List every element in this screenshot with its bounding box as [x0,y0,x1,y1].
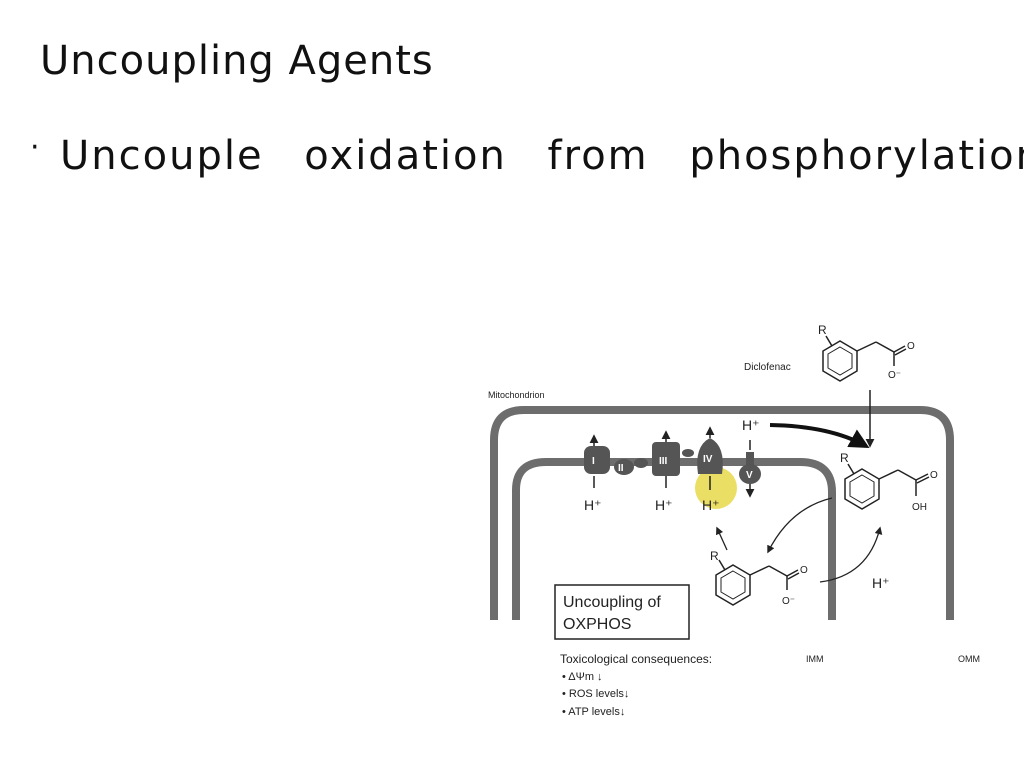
uncoupling-box-line2: OXPHOS [563,616,631,633]
diclofenac-anion-top: R O O⁻ [818,323,915,382]
proton-transfer-arrow [769,423,870,448]
carboxylate-o-bottom: O⁻ [782,596,795,607]
uncoupling-box-line1: Uncoupling of [563,594,661,611]
hydroxyl-right: OH [912,502,927,513]
bullet-text: Uncouple oxidation from phosphorylation. [60,133,1024,179]
deprotonation-arrow [767,497,833,554]
complex-iv-label: IV [703,454,713,465]
proton-label-iv: H⁺ [702,497,720,513]
carboxylate-o-top: O⁻ [888,370,901,381]
outer-membrane [490,406,954,620]
consequence-membrane-potential: • ΔΨm ↓ [562,671,603,683]
proton-label-top: H⁺ [742,417,760,433]
complex-v-label: V [746,470,753,481]
imm-label: IMM [806,654,824,664]
diclofenac-anion-bottom: R O O⁻ [710,549,808,607]
complex-iv: IV [697,426,723,490]
complex-i-label: I [592,456,595,467]
consequence-atp: • ATP levels↓ [562,706,625,718]
uncoupling-box [554,584,690,640]
slide-title: Uncoupling Agents [40,38,434,84]
complex-ii: II [614,459,634,475]
consequence-ros: • ROS levels↓ [562,688,629,700]
mitochondrion-label: Mitochondrion [488,390,545,400]
reprotonation-arrow [819,526,883,583]
r-group-top: R [818,323,827,337]
diclofenac-acid: R O OH [840,451,938,513]
consequences-header: Toxicological consequences: [560,652,712,666]
ubiquinone [634,458,648,468]
complex-ii-label: II [618,463,624,474]
proton-label-i: H⁺ [584,497,602,513]
cytochrome-c [682,449,694,457]
complex-iii: III [652,430,680,488]
diclofenac-label: Diclofenac [744,362,791,373]
proton-label-iii: H⁺ [655,497,673,513]
carbonyl-o-top: O [907,341,915,352]
cursor-highlight [695,467,737,509]
complex-i: I [584,434,610,488]
carbonyl-o-bottom: O [800,565,808,576]
bullet-marker: · [30,130,40,165]
carbonyl-o-right: O [930,470,938,481]
complex-iii-label: III [659,456,668,467]
omm-label: OMM [958,654,980,664]
proton-release-arrow [716,526,728,551]
complex-v: V [739,440,761,498]
proton-label-right: H⁺ [872,575,890,591]
r-group-right: R [840,451,849,465]
r-group-bottom: R [710,549,719,563]
